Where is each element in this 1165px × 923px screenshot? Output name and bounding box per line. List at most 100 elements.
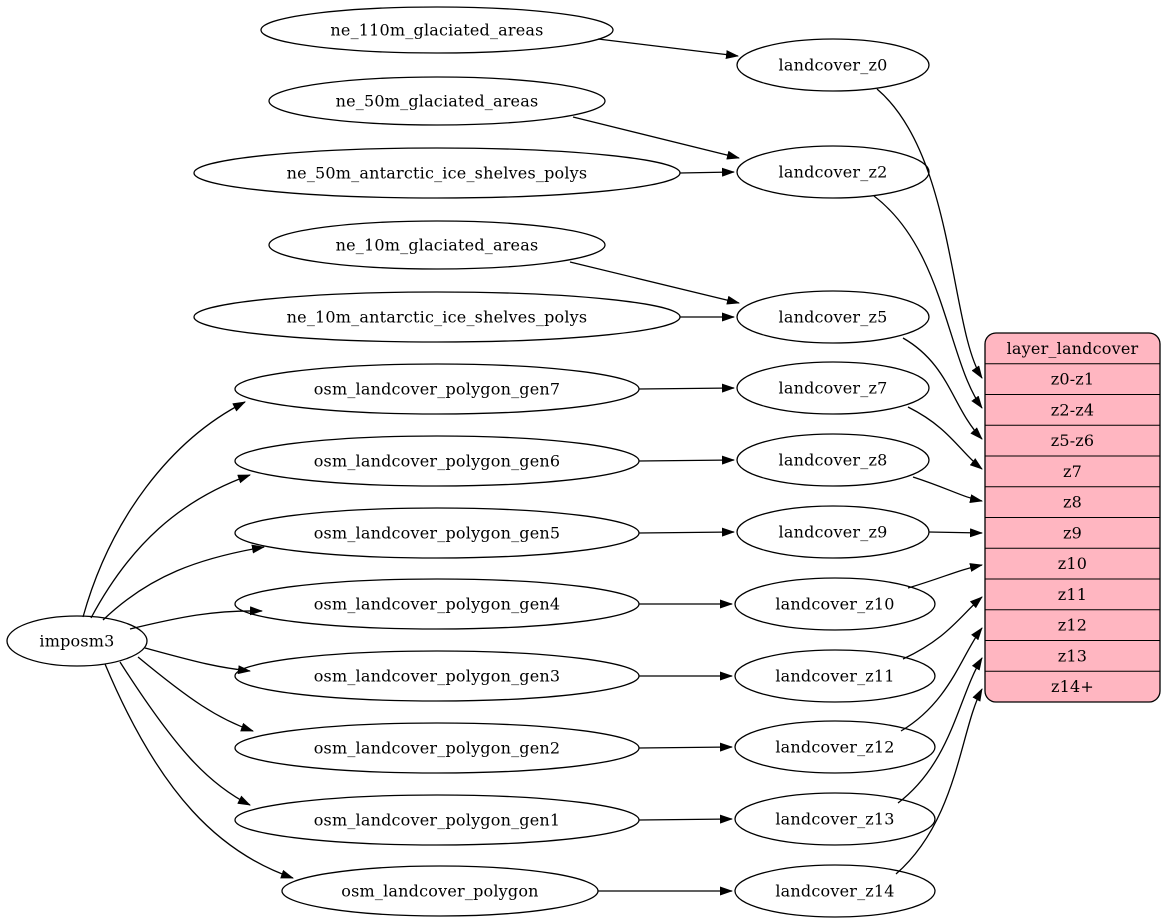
- node-landcover_z13: landcover_z13: [734, 792, 936, 846]
- node-osm_landcover_polygon_gen7: osm_landcover_polygon_gen7: [234, 363, 640, 415]
- edge-osm_landcover_polygon_gen1-to-landcover_z13: [638, 814, 733, 824]
- edge-landcover_z0-to-layer_landcover-z0-z1: [876, 88, 983, 379]
- table-row-z7: z7: [1063, 462, 1082, 481]
- node-label-landcover_z5: landcover_z5: [779, 308, 888, 327]
- table-row-z10: z10: [1058, 554, 1087, 573]
- edge-landcover_z11-to-layer_landcover-z11: [902, 596, 983, 660]
- edge-landcover_z2-to-layer_landcover-z2-z4: [873, 195, 983, 409]
- node-landcover_z7: landcover_z7: [736, 361, 930, 415]
- node-label-landcover_z7: landcover_z7: [779, 379, 888, 398]
- edge-imposm3-to-osm_landcover_polygon_gen2: [137, 656, 254, 732]
- node-label-landcover_z9: landcover_z9: [779, 523, 888, 542]
- node-label-osm_landcover_polygon_gen6: osm_landcover_polygon_gen6: [314, 452, 561, 471]
- node-label-landcover_z2: landcover_z2: [779, 163, 888, 182]
- node-ellipse-ne_50m_glaciated_areas: [268, 76, 606, 126]
- edge-ne_50m_glaciated_areas-to-landcover_z2: [572, 116, 740, 160]
- node-landcover_z0: landcover_z0: [736, 38, 930, 92]
- node-label-landcover_z11: landcover_z11: [775, 667, 894, 686]
- edge-ne_50m_antarctic_ice_shelves_polys-to-landcover_z2: [679, 167, 735, 177]
- node-label-ne_50m_antarctic_ice_shelves_polys: ne_50m_antarctic_ice_shelves_polys: [287, 164, 588, 183]
- node-ellipse-landcover_z14: [734, 864, 936, 918]
- node-landcover_z2: landcover_z2: [736, 145, 930, 199]
- node-label-ne_10m_antarctic_ice_shelves_polys: ne_10m_antarctic_ice_shelves_polys: [287, 308, 588, 327]
- node-ellipse-landcover_z13: [734, 792, 936, 846]
- edge-landcover_z10-to-layer_landcover-z10: [907, 563, 983, 589]
- table-row-z2-z4: z2-z4: [1051, 400, 1095, 419]
- edge-landcover_z5-to-layer_landcover-z5-z6: [902, 337, 983, 440]
- edge-imposm3-to-osm_landcover_polygon: [104, 663, 294, 879]
- node-ellipse-landcover_z12: [734, 720, 936, 774]
- node-label-osm_landcover_polygon_gen7: osm_landcover_polygon_gen7: [314, 380, 561, 399]
- edge-osm_landcover_polygon_gen7-to-landcover_z7: [638, 383, 735, 393]
- node-layer-landcover-table: layer_landcoverz0-z1z2-z4z5-z6z7z8z9z10z…: [984, 332, 1161, 703]
- node-label-landcover_z10: landcover_z10: [775, 595, 894, 614]
- node-label-osm_landcover_polygon_gen5: osm_landcover_polygon_gen5: [314, 524, 561, 543]
- node-imposm3: imposm3: [6, 615, 148, 667]
- node-ellipse-imposm3: [6, 615, 148, 667]
- node-ne_50m_antarctic_ice_shelves_polys: ne_50m_antarctic_ice_shelves_polys: [193, 147, 681, 199]
- node-landcover_z12: landcover_z12: [734, 720, 936, 774]
- node-ellipse-landcover_z11: [734, 649, 936, 703]
- node-ellipse-landcover_z8: [736, 433, 930, 487]
- edge-landcover_z9-to-layer_landcover-z9: [928, 528, 983, 538]
- edge-imposm3-to-osm_landcover_polygon_gen4: [129, 606, 263, 630]
- node-label-landcover_z12: landcover_z12: [775, 738, 894, 757]
- node-label-landcover_z0: landcover_z0: [779, 56, 888, 75]
- table-row-z11: z11: [1058, 585, 1087, 604]
- edge-imposm3-to-osm_landcover_polygon_gen5: [102, 544, 265, 621]
- node-label-ne_110m_glaciated_areas: ne_110m_glaciated_areas: [330, 21, 543, 40]
- table-row-z5-z6: z5-z6: [1051, 431, 1095, 450]
- node-landcover_z9: landcover_z9: [736, 505, 930, 559]
- table-row-z14+: z14+: [1051, 677, 1094, 696]
- node-label-osm_landcover_polygon_gen2: osm_landcover_polygon_gen2: [314, 739, 561, 758]
- edge-osm_landcover_polygon_gen6-to-landcover_z8: [638, 455, 735, 465]
- node-osm_landcover_polygon_gen1: osm_landcover_polygon_gen1: [234, 794, 640, 846]
- edge-osm_landcover_polygon_gen2-to-landcover_z12: [638, 742, 733, 752]
- edge-imposm3-to-osm_landcover_polygon_gen1: [119, 661, 251, 806]
- table-row-z13: z13: [1058, 646, 1087, 665]
- table-row-z9: z9: [1063, 523, 1082, 542]
- node-osm_landcover_polygon: osm_landcover_polygon: [281, 865, 599, 917]
- node-ellipse-ne_10m_glaciated_areas: [268, 220, 606, 270]
- edge-landcover_z14-to-layer_landcover-z14+: [895, 688, 983, 875]
- node-landcover_z5: landcover_z5: [736, 290, 930, 344]
- node-label-ne_10m_glaciated_areas: ne_10m_glaciated_areas: [336, 236, 539, 255]
- node-ellipse-ne_110m_glaciated_areas: [260, 6, 614, 54]
- edge-landcover_z7-to-layer_landcover-z7: [907, 406, 983, 470]
- table-row-z0-z1: z0-z1: [1051, 370, 1095, 389]
- node-ellipse-landcover_z2: [736, 145, 930, 199]
- table-row-z12: z12: [1058, 616, 1087, 635]
- node-label-osm_landcover_polygon_gen3: osm_landcover_polygon_gen3: [314, 667, 561, 686]
- node-ellipse-landcover_z10: [734, 577, 936, 631]
- table-row-z8: z8: [1063, 493, 1082, 512]
- node-ne_50m_glaciated_areas: ne_50m_glaciated_areas: [268, 76, 606, 126]
- edge-landcover_z8-to-layer_landcover-z8: [912, 476, 983, 504]
- node-osm_landcover_polygon_gen3: osm_landcover_polygon_gen3: [234, 650, 640, 702]
- node-osm_landcover_polygon_gen6: osm_landcover_polygon_gen6: [234, 435, 640, 487]
- node-osm_landcover_polygon_gen2: osm_landcover_polygon_gen2: [234, 722, 640, 774]
- node-ellipse-landcover_z7: [736, 361, 930, 415]
- edge-imposm3-to-osm_landcover_polygon_gen3: [144, 647, 251, 675]
- node-label-osm_landcover_polygon: osm_landcover_polygon: [341, 882, 538, 901]
- node-label-osm_landcover_polygon_gen1: osm_landcover_polygon_gen1: [314, 811, 561, 830]
- node-ellipse-landcover_z0: [736, 38, 930, 92]
- edge-imposm3-to-osm_landcover_polygon_gen7: [82, 401, 246, 618]
- edge-ne_110m_glaciated_areas-to-landcover_z0: [597, 38, 739, 60]
- node-landcover_z14: landcover_z14: [734, 864, 936, 918]
- node-ne_110m_glaciated_areas: ne_110m_glaciated_areas: [260, 6, 614, 54]
- edge-landcover_z12-to-layer_landcover-z12: [900, 627, 983, 732]
- node-ne_10m_glaciated_areas: ne_10m_glaciated_areas: [268, 220, 606, 270]
- node-ne_10m_antarctic_ice_shelves_polys: ne_10m_antarctic_ice_shelves_polys: [193, 291, 681, 343]
- node-landcover_z11: landcover_z11: [734, 649, 936, 703]
- node-osm_landcover_polygon_gen5: osm_landcover_polygon_gen5: [234, 507, 640, 559]
- node-label-landcover_z13: landcover_z13: [775, 810, 894, 829]
- node-label-osm_landcover_polygon_gen4: osm_landcover_polygon_gen4: [314, 595, 561, 614]
- edge-ne_10m_glaciated_areas-to-landcover_z5: [569, 261, 740, 305]
- node-label-landcover_z14: landcover_z14: [775, 882, 894, 901]
- edge-imposm3-to-osm_landcover_polygon_gen6: [90, 474, 251, 619]
- node-label-imposm3: imposm3: [39, 632, 114, 651]
- edge-landcover_z13-to-layer_landcover-z13: [897, 657, 983, 804]
- edge-osm_landcover_polygon_gen5-to-landcover_z9: [638, 527, 735, 537]
